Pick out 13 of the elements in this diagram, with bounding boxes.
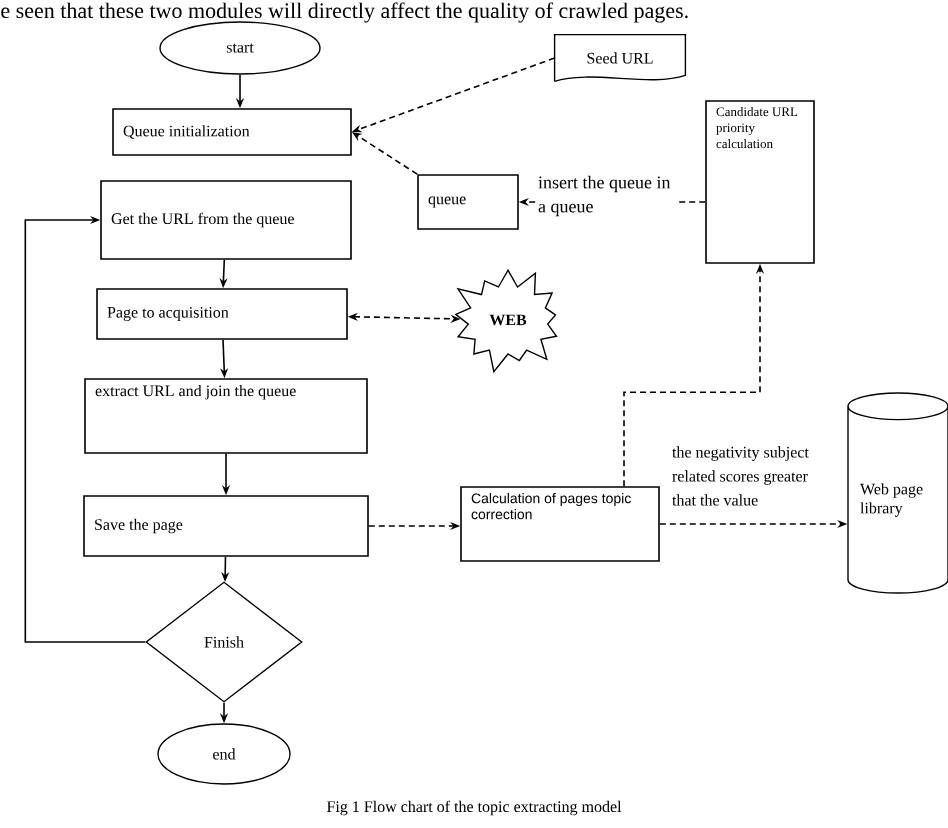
- process-box: Get the URL from the queue: [100, 180, 352, 260]
- text-line: e seen that these two modules will directly affect the quality of crawled pages.: [1, 2, 688, 23]
- document-shape: Seed URL: [553, 33, 687, 83]
- caption: Fig 1 Flow chart of the topic extracting model: [326, 800, 622, 816]
- process-box: queue: [417, 174, 519, 230]
- arrow: [24, 215, 147, 643]
- process-box: Save the page: [83, 495, 369, 557]
- database-cylinder: Web page library: [847, 392, 948, 594]
- process-box: Page to acquisition: [96, 288, 348, 340]
- edge-label: the negativity subject related scores greater that the value: [670, 444, 818, 508]
- process-box: Queue initialization: [112, 108, 352, 156]
- process-box: extract URL and join the queue: [84, 378, 368, 454]
- edge-label: insert the queue in a queue: [536, 173, 676, 219]
